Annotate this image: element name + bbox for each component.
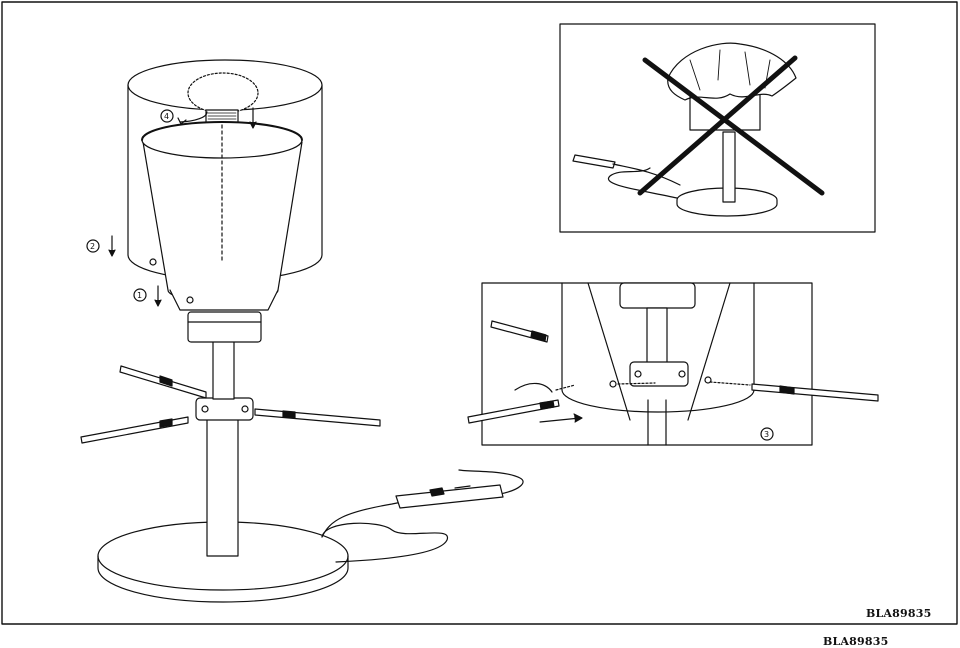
diagram-border: [1, 1, 958, 625]
lamp-base-group: [97, 339, 349, 603]
warning-inset: [559, 23, 876, 233]
warning-plug: [572, 154, 616, 169]
support-pin-right: [254, 408, 381, 427]
cloth-over-shade: [667, 42, 797, 131]
document-code: BLA89835: [866, 607, 932, 620]
lamp-base-plate: [97, 521, 349, 603]
shade-neck: [169, 289, 279, 311]
step-label-2: 2: [90, 242, 95, 251]
step-marker-2: [86, 235, 116, 257]
step-label-1: 1: [137, 291, 142, 300]
lamp-lower-rod: [206, 414, 239, 557]
step-marker-1: [133, 285, 162, 307]
support-pins: [80, 365, 381, 444]
lamp-collar: [195, 397, 254, 421]
power-cable: [321, 469, 524, 563]
lamp-shade-group: [127, 59, 323, 343]
lamp-upper-rod: [212, 339, 235, 400]
detail-inset: [467, 282, 879, 446]
step-label-3: 3: [764, 430, 769, 439]
step-label-4: 4: [164, 112, 169, 121]
document-code-footer: BLA89835: [823, 635, 889, 648]
bulb: [187, 72, 259, 114]
step-marker-4: [160, 107, 257, 129]
cable-switch: [395, 484, 504, 509]
shade-connector: [187, 311, 262, 343]
warning-cross: [642, 57, 825, 196]
